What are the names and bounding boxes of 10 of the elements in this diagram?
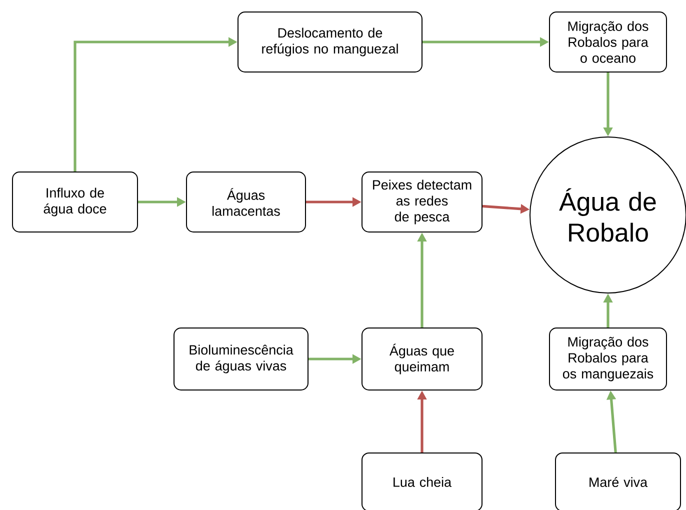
process-box: Maré viva	[555, 452, 681, 510]
process-box: Águas que queimam	[362, 328, 482, 390]
process-box: Migração dos Robalos para o oceano	[549, 12, 667, 72]
process-box: Peixes detectam as redes de pesca	[362, 172, 482, 232]
process-box: Deslocamento de refúgios no manguezal	[238, 12, 422, 72]
process-box: Lua cheia	[362, 452, 482, 510]
process-box: Migração dos Robalos para os manguezais	[549, 328, 667, 390]
process-box: Águas lamacentas	[186, 172, 306, 232]
process-box: Influxo de água doce	[12, 172, 138, 232]
process-box: Bioluminescência de águas vivas	[174, 328, 308, 390]
